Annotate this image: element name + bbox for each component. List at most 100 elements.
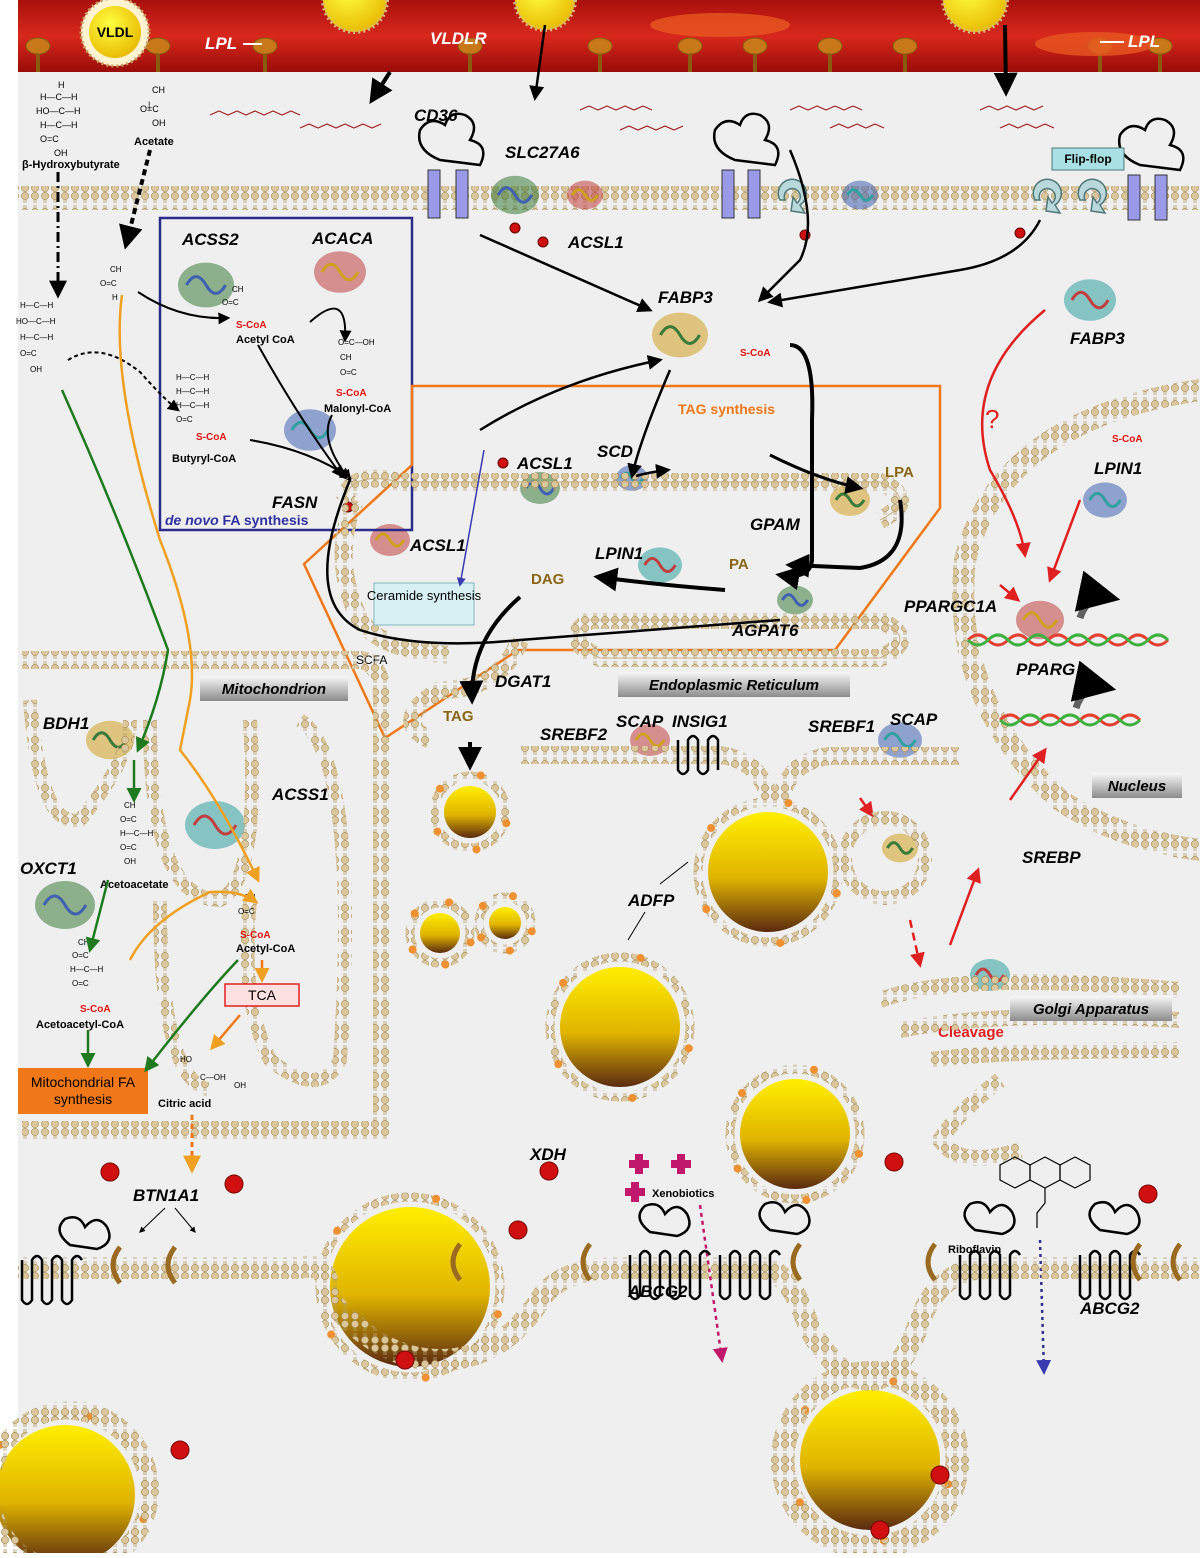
adfp-marker — [445, 898, 454, 907]
insig1-label: INSIG1 — [672, 712, 728, 731]
xdh-dot — [508, 1220, 528, 1240]
xdh-dot — [170, 1440, 190, 1460]
xdh-dot — [224, 1174, 244, 1194]
malonyl-coa-label: Malonyl-CoA — [324, 403, 391, 415]
slc27a6-label: SLC27A6 — [505, 143, 580, 162]
er-plate-label: Endoplasmic Reticulum — [649, 677, 819, 694]
acsl1-site-dot — [509, 222, 521, 234]
adfp-marker — [432, 1194, 441, 1203]
membrane-transporters — [20, 1201, 1183, 1306]
acetate-label: Acetate — [134, 136, 174, 148]
acss2-label: ACSS2 — [181, 230, 239, 249]
btn1a1-crescent — [925, 1242, 938, 1282]
acetoacetyl-coa-label: Acetoacetyl-CoA — [36, 1019, 124, 1031]
protein-ribbon — [320, 262, 360, 282]
xdh-label: XDH — [529, 1145, 567, 1164]
adfp-marker — [527, 927, 536, 936]
svg-text:HO: HO — [180, 1055, 192, 1064]
tag-synthesis-arrows — [326, 149, 1042, 771]
abcg2-transmembrane — [1078, 1249, 1142, 1301]
srebp-label: SREBP — [1022, 848, 1081, 867]
svg-text:H: H — [112, 293, 118, 302]
adfp-label: ADFP — [627, 891, 675, 910]
btn1a1-arrow-left — [139, 1207, 166, 1233]
svg-text:O=C: O=C — [120, 815, 137, 824]
fabp3-right-label: FABP3 — [1070, 329, 1125, 348]
svg-text:O=C: O=C — [140, 104, 159, 114]
lipid-droplet-large — [708, 812, 828, 932]
fatty-acid-chain — [619, 125, 684, 131]
adfp-marker — [636, 953, 645, 962]
btn1a1-crescent — [790, 1242, 803, 1282]
protein-ribbon — [659, 325, 701, 345]
xenobiotic-crosses — [625, 1154, 691, 1202]
lpl-anchor-head — [457, 37, 483, 55]
lpl-anchor-stem — [1098, 48, 1102, 72]
svg-text:HO—C—H: HO—C—H — [36, 106, 81, 116]
mitochondrion-plate: Mitochondrion — [200, 676, 348, 701]
nucleus-question-mark: ? — [985, 404, 999, 434]
adfp-marker — [684, 1044, 693, 1053]
blood-uptake-arrows — [369, 24, 1018, 105]
lipid-droplets — [0, 771, 955, 1558]
lpl-label-right: LPL — [1128, 32, 1160, 51]
protein-ribbon — [834, 492, 866, 508]
adfp-line-2 — [659, 861, 689, 885]
free-fatty-acids — [209, 105, 1055, 131]
lipid-droplet-secreted-left — [0, 1425, 135, 1558]
lpl-anchor-head — [817, 37, 843, 55]
lipid-droplet-fusing-a-membrane — [405, 898, 475, 968]
svg-text:OH: OH — [54, 148, 68, 158]
acss1-label: ACSS1 — [271, 785, 329, 804]
svg-text:O=C: O=C — [20, 349, 37, 358]
fatty-acid-chain — [829, 123, 885, 129]
btn1a1-arrow-right — [174, 1207, 196, 1233]
lipid-droplet-medium-membrane — [545, 952, 695, 1102]
de-novo-title-rest: FA synthesis — [219, 512, 309, 528]
acetyl-coa-mito-scoa: S-CoA — [240, 930, 271, 941]
tca-label: TCA — [248, 987, 277, 1003]
adfp-marker — [478, 901, 487, 910]
secreted-droplet-left-membrane — [0, 1401, 159, 1558]
agpat6-label: AGPAT6 — [731, 621, 799, 640]
xenobiotic-export-arrow — [698, 1204, 728, 1363]
lipid-droplet-fusing-b-membrane — [474, 892, 536, 954]
xdh-dot — [395, 1350, 415, 1370]
xenobiotics-label: Xenobiotics — [652, 1188, 714, 1200]
svg-text:H—C—H: H—C—H — [40, 92, 78, 102]
svg-text:O=C: O=C — [72, 951, 89, 960]
protein-ribbon — [1070, 290, 1110, 310]
fatty-acid-chain — [999, 123, 1055, 129]
svg-text:O=C: O=C — [40, 134, 59, 144]
adfp-marker — [333, 1226, 342, 1235]
adfp-marker — [410, 909, 419, 918]
adfp-marker — [493, 1310, 502, 1319]
btn1a1-crescent — [165, 1245, 178, 1285]
vldl-label: VLDL — [97, 24, 134, 40]
lpl-anchor-stem — [468, 48, 472, 72]
adfp-marker — [433, 827, 442, 836]
lipid-droplet-fusing-a — [420, 913, 460, 953]
fabp3-center-label: FABP3 — [658, 288, 713, 307]
de-novo-arrows — [67, 291, 352, 482]
xdh-dot — [1138, 1184, 1158, 1204]
svg-text:OH: OH — [124, 857, 136, 866]
lpl-anchor-stem — [903, 48, 907, 72]
adfp-line-1 — [627, 911, 646, 941]
acaca-label: ACACA — [311, 229, 373, 248]
flip-flop-box — [1051, 147, 1125, 171]
lpl-anchor-stem — [688, 48, 692, 72]
btn1a1-crescent — [580, 1242, 593, 1282]
lipid-droplet-lower-membrane — [725, 1064, 865, 1204]
gpam-label: GPAM — [750, 515, 801, 534]
plasma-membrane-top — [18, 186, 1200, 210]
adfp-marker — [707, 823, 716, 832]
btn1a1-binding-head — [963, 1201, 1016, 1236]
adfp-marker — [508, 892, 517, 901]
protein-ribbon — [781, 593, 809, 607]
acsl1-site-dot — [1014, 227, 1026, 239]
protein-ribbon — [42, 894, 88, 916]
nucleus-arrows — [858, 309, 1082, 968]
protein-ribbon — [571, 188, 599, 202]
lipid-droplet-small — [444, 786, 496, 838]
